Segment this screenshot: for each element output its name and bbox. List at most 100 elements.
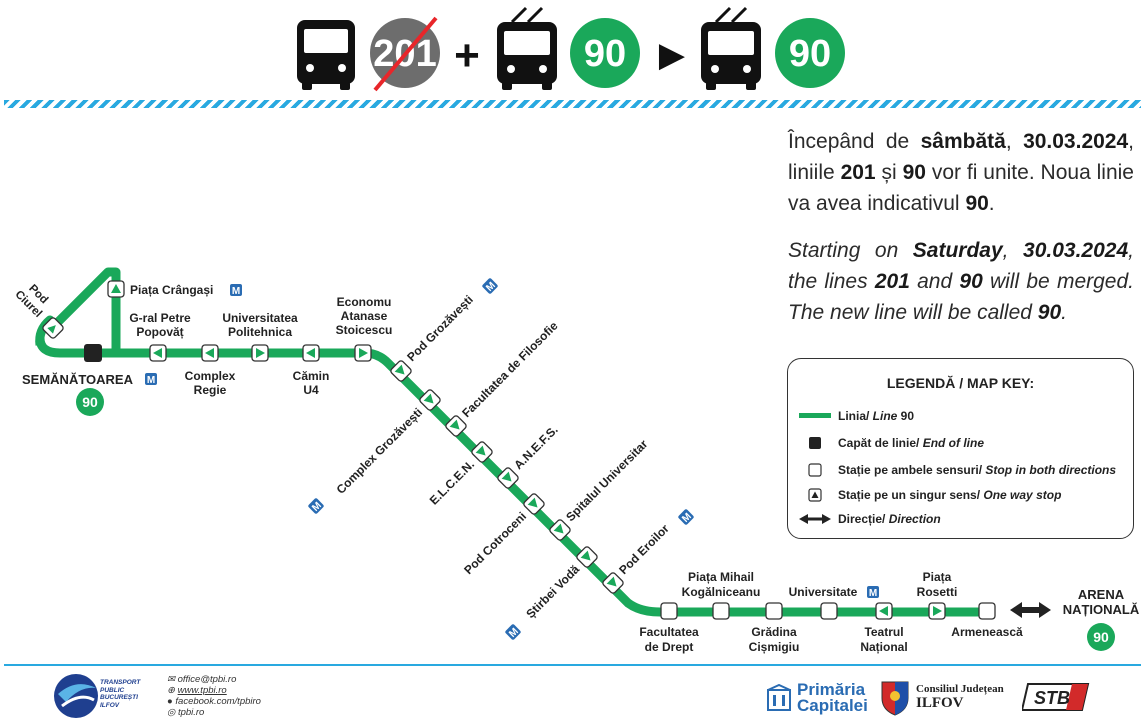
ilfov-coat-of-arms-icon	[881, 681, 909, 716]
stop-square-icon	[798, 463, 832, 477]
stop-armeneasca	[978, 602, 996, 620]
stop-label: Știrbei Vodă	[523, 562, 582, 621]
legend-item-line: Linia/ Line 90	[798, 409, 914, 423]
trolleybus-icon	[701, 6, 761, 90]
legend-box: LEGENDĂ / MAP KEY: Linia/ Line 90 Capăt …	[787, 358, 1134, 539]
route-map: M SEMĂNĂTOAREA 90 Pod Ciurel Piața Crâng…	[12, 267, 1140, 654]
stop-label: Universitate	[789, 585, 858, 599]
announcement: Începând de sâmbătă, 30.03.2024, liniile…	[788, 126, 1134, 328]
web-link[interactable]: www.tpbi.ro	[177, 685, 227, 696]
stop-stirbei-voda	[575, 545, 599, 569]
terminal-square-icon	[798, 436, 832, 450]
line-merge-banner: 201 + 90 ▶ 90	[297, 6, 845, 92]
terminal-east-badge	[1087, 623, 1115, 651]
instagram-icon: ◎	[167, 707, 176, 718]
metro-icon	[145, 373, 157, 386]
stop-label: Piața	[923, 570, 952, 584]
stop-label: E.L.C.E.N.	[427, 457, 477, 507]
double-arrow-icon	[798, 512, 832, 526]
stop-label: de Drept	[645, 640, 694, 654]
metro-icon	[230, 284, 242, 297]
metro-icon	[504, 623, 523, 642]
stop-piata-crangasi	[107, 280, 125, 298]
bus-icon	[297, 20, 355, 90]
stop-label: Facultatea	[639, 625, 699, 639]
dashed-separator	[4, 100, 1141, 108]
stop-label: U4	[303, 383, 319, 397]
contact-info: ✉ office@tpbi.ro ⊕ www.tpbi.ro ● faceboo…	[167, 674, 261, 718]
new-line-badge: 90	[775, 18, 845, 88]
tpbi-logo-icon	[54, 674, 98, 718]
stop-label: G-ral Petre	[129, 311, 191, 325]
plus-sign: +	[454, 31, 480, 80]
announcement-en: Starting on Saturday, 30.03.2024, the li…	[788, 239, 1134, 324]
instagram-link[interactable]: tpbi.ro	[177, 707, 205, 718]
stop-label: Piața Crângași	[130, 283, 213, 297]
legend-item-direction: Direcție/ Direction	[798, 512, 941, 526]
stop-label: Complex	[185, 369, 236, 383]
stop-universitatea-politehnica	[251, 344, 269, 362]
stop-label: Pod Eroilor	[616, 521, 672, 577]
stop-label: Teatrul	[864, 625, 903, 639]
trolleybus-icon	[497, 6, 557, 90]
stop-anefs	[496, 466, 520, 490]
legend-item-end: Capăt de linie/ End of line	[798, 436, 984, 450]
merged-line-number: 90	[584, 33, 626, 75]
stop-label: Armenească	[951, 625, 1023, 639]
terminal-west-badge-text: 90	[82, 394, 98, 410]
stop-label: A.N.E.F.S.	[511, 423, 561, 473]
stb-logo: STB	[1022, 683, 1090, 711]
primaria-logo-icon	[766, 683, 792, 712]
strike-line	[373, 16, 438, 92]
legend-item-oneway: Stație pe un singur sens/ One way stop	[798, 488, 1061, 502]
stop-label: Universitatea	[222, 311, 298, 325]
stop-label: Stoicescu	[336, 323, 393, 337]
terminal-east-badge-text: 90	[1093, 629, 1109, 645]
stop-pod-ciurel	[41, 316, 65, 340]
stop-label: Politehnica	[228, 325, 292, 339]
stop-label: Kogălniceanu	[682, 585, 761, 599]
stop-spitalul-universitar	[548, 518, 572, 542]
stop-label: Rosetti	[917, 585, 958, 599]
stop-label: Popovăț	[136, 325, 183, 339]
arrow-right-icon: ▶	[659, 35, 686, 75]
facebook-icon: ●	[167, 696, 173, 707]
old-line-badge: 201	[370, 16, 440, 92]
stop-label: Complex Grozăvești	[334, 405, 425, 496]
stop-label: Grădina	[751, 625, 797, 639]
new-line-number: 90	[789, 33, 831, 75]
stop-camin-u4	[302, 344, 320, 362]
terminal-east-name: NAȚIONALĂ	[1063, 602, 1140, 617]
stop-pod-eroilor	[601, 571, 625, 595]
stop-facultatea-filosofie	[444, 414, 468, 438]
footer-separator	[4, 664, 1141, 666]
stop-label: Cămin	[293, 369, 330, 383]
announcement-ro: Începând de sâmbătă, 30.03.2024, liniile…	[788, 130, 1135, 215]
oneway-stop-icon	[798, 488, 832, 502]
double-arrow-icon	[1010, 602, 1051, 618]
stop-gradina-cismigiu	[765, 602, 783, 620]
terminal-west-marker	[84, 344, 102, 362]
globe-icon: ⊕	[167, 685, 175, 696]
stop-label: Spitalul Universitar	[563, 437, 650, 524]
email-link[interactable]: office@tpbi.ro	[177, 674, 237, 685]
stop-label: Pod Grozăvești	[404, 292, 476, 364]
facebook-link[interactable]: facebook.com/tpbiro	[175, 696, 261, 707]
consiliul-judetean-ilfov-logo: Consiliul Județean ILFOV	[916, 683, 1004, 711]
line-swatch-icon	[798, 409, 832, 423]
legend-title: LEGENDĂ / MAP KEY:	[886, 375, 1035, 391]
metro-icon	[307, 497, 326, 516]
stop-gral-petre-popovat	[149, 344, 167, 362]
stop-label: Pod Cotroceni	[461, 509, 529, 577]
stop-teatrul-national	[875, 602, 893, 620]
email-icon: ✉	[167, 674, 175, 685]
stop-label: Facultatea de Filosofie	[459, 319, 561, 421]
stop-universitate	[820, 602, 838, 620]
stop-label: Cișmigiu	[749, 640, 800, 654]
stop-complex-regie	[201, 344, 219, 362]
metro-icon	[677, 508, 696, 527]
stop-elcen	[470, 440, 494, 464]
route-line	[35, 267, 993, 617]
